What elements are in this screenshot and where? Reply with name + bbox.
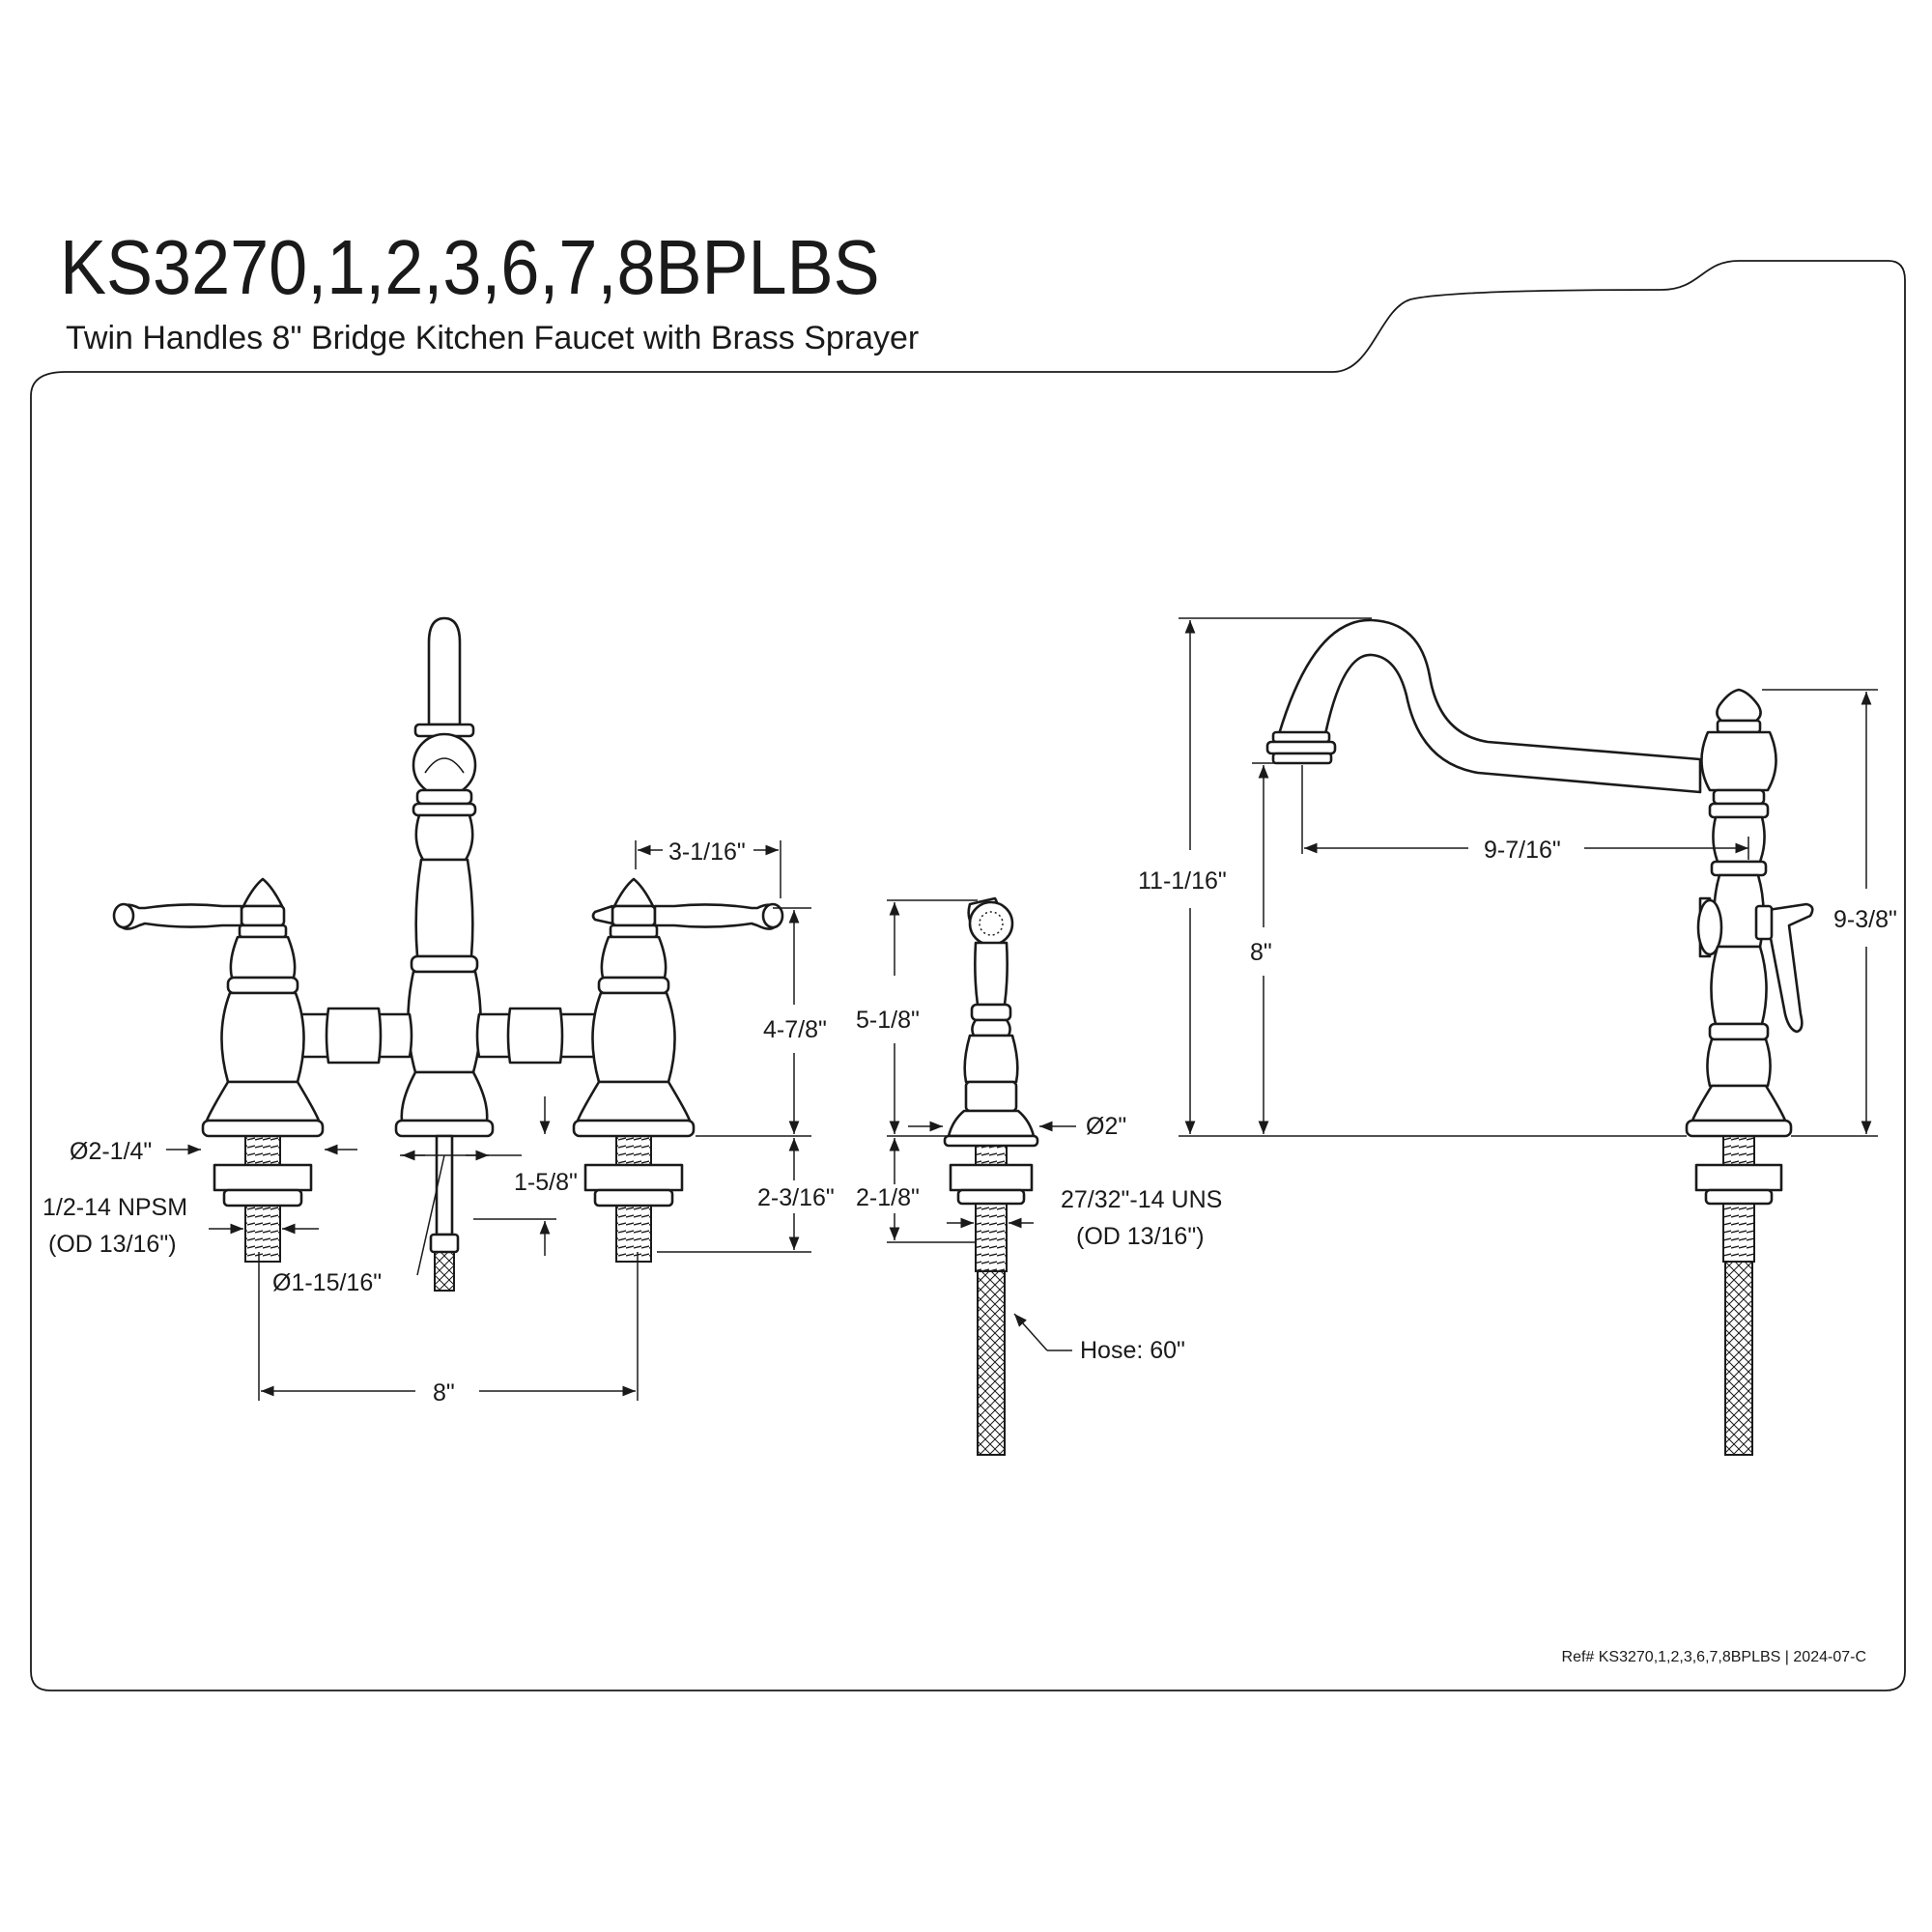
dim-sprayer-shank: 2-1/8" (856, 1184, 920, 1211)
dim-shank-below-deck: 2-3/16" (757, 1184, 835, 1211)
dim-supply-length: 1-5/8" (514, 1169, 578, 1196)
dim-sprayer-base-diameter: Ø2" (1086, 1113, 1126, 1140)
dim-spout-reach: 9-7/16" (1484, 837, 1561, 864)
dim-overall-height: 11-1/16" (1138, 867, 1227, 895)
side-view-faucet (1265, 618, 1814, 1456)
drawing-frame (30, 260, 1906, 1691)
model-title: KS3270,1,2,3,6,7,8BPLBS (60, 224, 880, 310)
dim-sprayer-thread-od: (OD 13/16") (1076, 1223, 1205, 1250)
dim-center-spread: 8" (433, 1379, 455, 1406)
dim-sprayer-height: 5-1/8" (856, 1007, 920, 1034)
dim-center-base-diameter: Ø1-15/16" (272, 1269, 382, 1296)
dim-spout-height: 8" (1250, 939, 1272, 966)
front-view-labels: 3-1/16" 4-7/8" Ø2-1/4" 2-3/16" 1-5/8" 1/… (43, 838, 835, 1406)
front-view-faucet (112, 616, 784, 1292)
dim-body-height: 9-3/8" (1833, 906, 1897, 933)
reference-number: Ref# KS3270,1,2,3,6,7,8BPLBS | 2024-07-C (1562, 1649, 1866, 1665)
dim-base-diameter: Ø2-1/4" (70, 1138, 152, 1165)
product-description: Twin Handles 8" Bridge Kitchen Faucet wi… (66, 320, 920, 356)
side-view-dimensions (1179, 617, 1878, 1137)
dim-handle-spread: 3-1/16" (668, 838, 746, 866)
sprayer-dimensions (887, 899, 1076, 1351)
dim-sprayer-thread: 27/32"-14 UNS (1061, 1186, 1222, 1213)
side-view-labels: 11-1/16" 8" 9-7/16" 9-3/8" (1138, 837, 1897, 966)
dim-thread: 1/2-14 NPSM (43, 1194, 187, 1221)
dim-thread-od: (OD 13/16") (48, 1231, 177, 1258)
dim-height-above-deck: 4-7/8" (763, 1016, 827, 1043)
front-view-dimensions (166, 840, 811, 1401)
sprayer-drawing (943, 896, 1039, 1456)
dim-hose: Hose: 60" (1080, 1337, 1185, 1364)
sprayer-labels: 5-1/8" Ø2" 2-1/8" 27/32"-14 UNS (OD 13/1… (856, 1007, 1222, 1364)
